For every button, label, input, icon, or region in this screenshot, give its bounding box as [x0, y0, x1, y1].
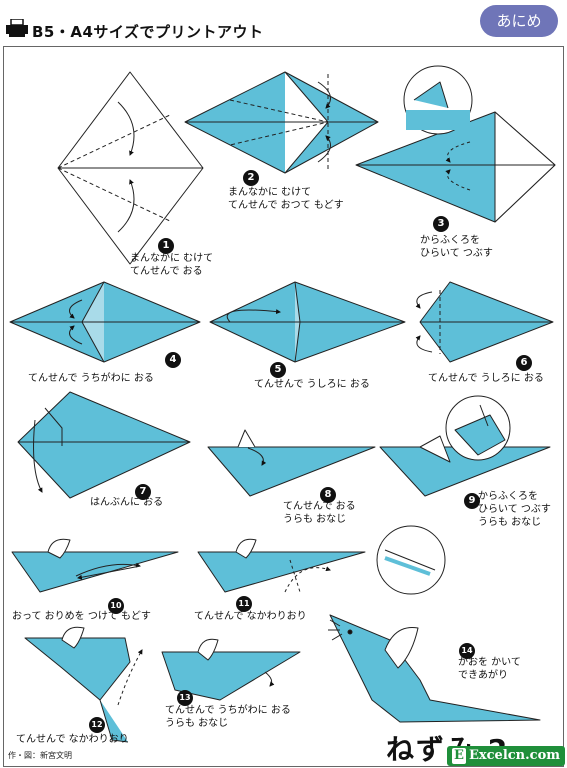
step-1-figure: [57, 71, 204, 265]
caption-line: うらも おなじ: [283, 514, 347, 525]
step-10-number: 10: [108, 598, 124, 614]
step-6-caption: てんせんで うしろに おる: [428, 372, 544, 385]
caption-line: まんなかに むけて: [130, 253, 214, 264]
step-12-figure: [24, 626, 143, 743]
caption-line: からふくろを: [478, 491, 538, 502]
credit: 作・図：新宮文明: [8, 751, 72, 760]
step-9-caption: からふくろをひらいて つぶすうらも おなじ: [478, 490, 551, 529]
step-13-caption: てんせんで うちがわに おるうらも おなじ: [165, 704, 291, 730]
page-title: B5・A4サイズでプリントアウト: [32, 23, 264, 41]
caption-line: うらも おなじ: [165, 718, 229, 729]
step-1-caption: まんなかに むけててんせんで おる: [130, 252, 213, 278]
caption-line: てんせんで うしろに おる: [254, 379, 370, 390]
step-12-number: 12: [89, 717, 105, 733]
caption-line: てんせんで うちがわに おる: [28, 373, 154, 384]
step-8-caption: てんせんで おるうらも おなじ: [283, 500, 356, 526]
step-7-number: 7: [135, 484, 151, 500]
step-2-number: 2: [243, 170, 259, 186]
step-14-caption: かおを かいてできあがり: [458, 656, 521, 682]
step-11-figure: [197, 525, 446, 595]
step-14-figure: [328, 614, 541, 723]
caption-line: てんせんで おる: [130, 266, 203, 277]
step-3-figure: [355, 65, 556, 223]
step-1-number: 1: [158, 238, 174, 254]
step-2-figure: [184, 71, 379, 174]
step-7-caption: はんぶんに おる: [90, 496, 163, 509]
step-10-caption: おって おりめを つけて もどす: [12, 610, 151, 623]
step-8-figure: [207, 429, 376, 497]
step-9-number: 9: [464, 493, 480, 509]
caption-line: てんせんで おる: [283, 501, 356, 512]
step-6-number: 6: [516, 355, 532, 371]
caption-line: うらも おなじ: [478, 517, 542, 528]
step-11-number: 11: [236, 596, 252, 612]
logo-e-icon: E: [451, 748, 466, 764]
step-4-figure: [9, 281, 201, 363]
step-3-caption: からふくろをひらいて つぶす: [420, 234, 493, 260]
step-13-figure: [161, 638, 301, 701]
caption-line: まんなかに むけて: [228, 187, 312, 198]
step-13-number: 13: [177, 690, 193, 706]
diagram-frame: [3, 46, 564, 767]
caption-line: てんせんで おつて もどす: [228, 200, 344, 211]
caption-line: てんせんで なかわりおり: [16, 734, 129, 745]
step-3-number: 3: [433, 216, 449, 232]
step-14-number: 14: [459, 643, 475, 659]
caption-line: てんせんで なかわりおり: [194, 611, 307, 622]
caption-line: おって おりめを つけて もどす: [12, 611, 151, 622]
caption-line: てんせんで うちがわに おる: [165, 705, 291, 716]
step-5-figure: [209, 281, 406, 363]
step-5-number: 5: [270, 362, 286, 378]
step-10-figure: [11, 538, 179, 593]
step-7-figure: [17, 391, 191, 499]
printer-icon: [6, 19, 28, 37]
caption-line: かおを かいて: [458, 657, 521, 668]
step-8-number: 8: [320, 487, 336, 503]
step-5-caption: てんせんで うしろに おる: [254, 378, 370, 391]
caption-line: ひらいて つぶす: [420, 248, 493, 259]
caption-line: ひらいて つぶす: [478, 504, 551, 515]
page-header: B5・A4サイズでプリントアウト あにめ: [0, 0, 567, 46]
caption-line: できあがり: [458, 670, 508, 681]
step-6-figure: [415, 281, 554, 363]
step-4-caption: てんせんで うちがわに おる: [28, 372, 154, 385]
step-12-caption: てんせんで なかわりおり: [16, 733, 129, 746]
step-4-number: 4: [165, 352, 181, 368]
caption-line: てんせんで うしろに おる: [428, 373, 544, 384]
step-2-caption: まんなかに むけててんせんで おつて もどす: [228, 186, 344, 212]
step-9-figure: [379, 395, 551, 497]
anime-button[interactable]: あにめ: [480, 5, 558, 37]
caption-line: はんぶんに おる: [90, 497, 164, 508]
step-11-caption: てんせんで なかわりおり: [194, 610, 307, 623]
caption-line: からふくろを: [420, 235, 480, 246]
